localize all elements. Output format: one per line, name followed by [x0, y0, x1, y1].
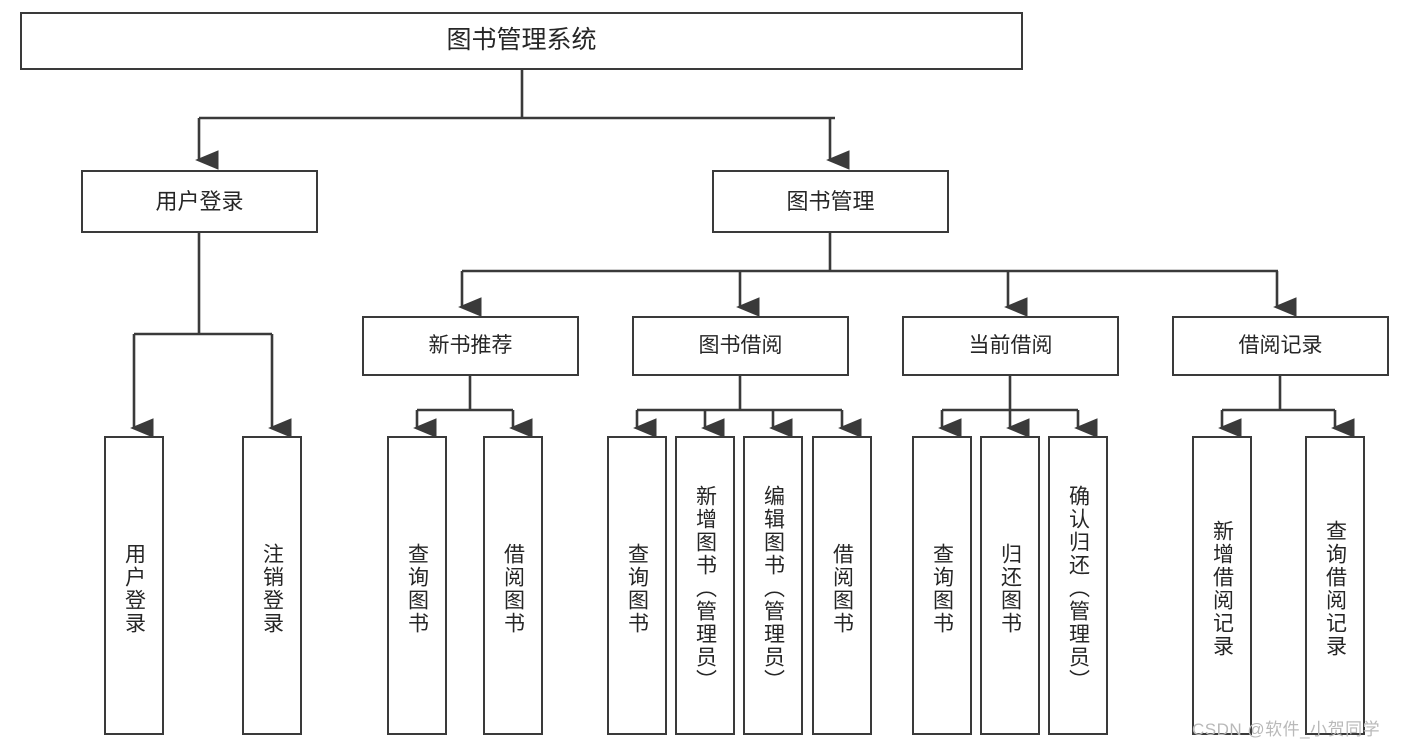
- leaf-book-borrow-edit-book-admin[interactable]: 编辑图书（管理员）: [743, 436, 803, 735]
- leaf-user-login-login[interactable]: 用户登录: [104, 436, 164, 735]
- node-label: 查询借阅记录: [1323, 519, 1347, 658]
- node-label: 新增借阅记录: [1210, 519, 1234, 658]
- node-label: 编辑图书（管理员）: [761, 485, 785, 692]
- node-label: 查询图书: [625, 542, 649, 635]
- node-book-borrow[interactable]: 图书借阅: [632, 316, 849, 376]
- watermark-text: CSDN @软件_小贺同学: [1192, 720, 1381, 739]
- node-label: 借阅图书: [830, 542, 854, 635]
- node-label: 图书管理系统: [446, 26, 597, 55]
- leaf-current-borrow-return-book[interactable]: 归还图书: [980, 436, 1040, 735]
- node-label: 图书借阅: [698, 333, 783, 357]
- leaf-user-login-logout[interactable]: 注销登录: [242, 436, 302, 735]
- node-label: 查询图书: [930, 542, 954, 635]
- node-borrow-record[interactable]: 借阅记录: [1172, 316, 1389, 376]
- leaf-borrow-record-add-record[interactable]: 新增借阅记录: [1192, 436, 1252, 735]
- node-label: 当前借阅: [968, 333, 1053, 357]
- node-label: 查询图书: [405, 542, 429, 635]
- node-label: 归还图书: [998, 542, 1022, 635]
- node-label: 借阅记录: [1238, 333, 1323, 357]
- leaf-current-borrow-confirm-return-admin[interactable]: 确认归还（管理员）: [1048, 436, 1108, 735]
- node-label: 注销登录: [260, 542, 284, 635]
- leaf-new-book-query-book[interactable]: 查询图书: [387, 436, 447, 735]
- node-new-book-recommend[interactable]: 新书推荐: [362, 316, 579, 376]
- node-label: 借阅图书: [501, 542, 525, 635]
- node-root-book-management-system[interactable]: 图书管理系统: [20, 12, 1023, 70]
- node-label: 用户登录: [155, 188, 244, 214]
- node-label: 新增图书（管理员）: [693, 485, 717, 692]
- node-user-login[interactable]: 用户登录: [81, 170, 318, 233]
- node-label: 确认归还（管理员）: [1066, 485, 1090, 692]
- leaf-current-borrow-query-book[interactable]: 查询图书: [912, 436, 972, 735]
- leaf-borrow-record-query-record[interactable]: 查询借阅记录: [1305, 436, 1365, 735]
- node-label: 新书推荐: [428, 333, 513, 357]
- leaf-book-borrow-query-book[interactable]: 查询图书: [607, 436, 667, 735]
- node-label: 用户登录: [122, 542, 146, 635]
- node-book-management[interactable]: 图书管理: [712, 170, 949, 233]
- node-label: 图书管理: [786, 188, 875, 214]
- leaf-book-borrow-add-book-admin[interactable]: 新增图书（管理员）: [675, 436, 735, 735]
- node-current-borrow[interactable]: 当前借阅: [902, 316, 1119, 376]
- leaf-book-borrow-borrow-book[interactable]: 借阅图书: [812, 436, 872, 735]
- leaf-new-book-borrow-book[interactable]: 借阅图书: [483, 436, 543, 735]
